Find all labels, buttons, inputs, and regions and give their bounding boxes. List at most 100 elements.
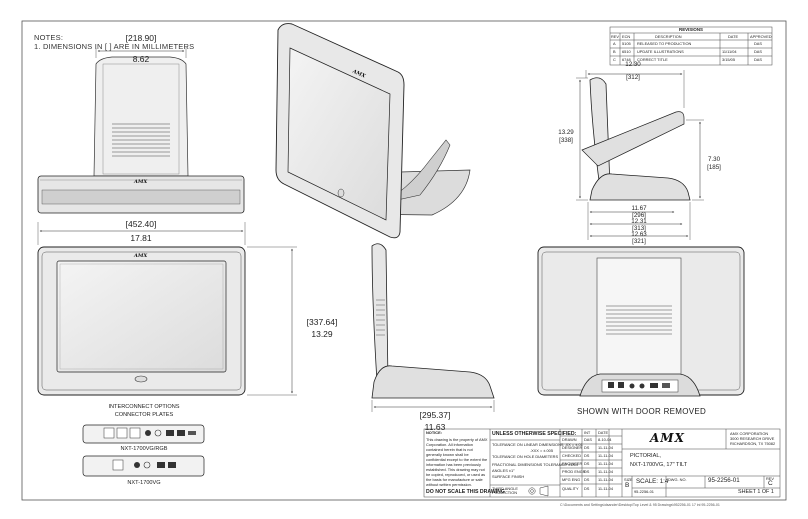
sig-drawn-int: DAS <box>584 437 592 442</box>
sig-quality-int: DS <box>584 486 590 491</box>
projection-symbol-icon <box>528 485 549 497</box>
rev-c-approved: DAS <box>754 57 762 62</box>
sig-designer-date: 11-11-04 <box>598 445 613 450</box>
front-view <box>37 222 297 396</box>
notes-heading: NOTES: <box>34 33 64 42</box>
dim-base-b-mm: [313] <box>632 225 646 232</box>
vent-slots <box>112 123 170 157</box>
sig-checked-int: DS <box>584 453 590 458</box>
sig-drawn-date: 8-10-04 <box>598 437 612 442</box>
dwg-no-label: DWG. NO. <box>668 477 687 482</box>
file-path-footer: C:\Documents and Settings\dsander\Deskto… <box>560 503 720 507</box>
rev-b-ecn: 6510 <box>622 49 631 54</box>
tilt-side-view <box>576 70 704 240</box>
connector-plate-std <box>82 455 205 477</box>
dim-base-c-in: 12.63 <box>631 231 647 238</box>
dim-tilt-height-mm: [338] <box>559 137 573 144</box>
dim-front-height-in: 13.29 <box>311 329 333 339</box>
rev-header-description: DESCRIPTION <box>655 34 682 39</box>
company-address-2: RICHARDSON, TX 75082 <box>730 441 776 446</box>
tolerance-2: .XXX = ±.005 <box>530 448 554 453</box>
rev-c-ecn: 6748 <box>622 57 631 62</box>
revisions-title: REVISIONS <box>679 27 703 32</box>
rev-a-rev: A <box>613 41 616 46</box>
sig-checked-date: 11-11-04 <box>598 453 613 458</box>
scale-value: SCALE: 1:4 <box>636 478 669 485</box>
dwg-no-value: 95-2256-01 <box>708 477 740 484</box>
title-block-grid <box>423 428 781 498</box>
dim-tilt-width-in: 12.30 <box>625 61 641 68</box>
third-angle-label: THIRD ANGLE PROJECTION <box>492 486 518 496</box>
sig-prod-engr-date: 11-11-04 <box>598 469 613 474</box>
sig-mfg-eng-int: DS <box>584 477 590 482</box>
door-removed-label: SHOWN WITH DOOR REMOVED <box>577 407 707 416</box>
rev-c-rev: C <box>613 57 616 62</box>
connector-plate-rgb <box>82 424 205 444</box>
isometric-view <box>275 23 471 239</box>
rev-c-date: 3/15/05 <box>722 57 735 62</box>
tolerance-4: FRACTIONAL DIMENSIONS TOLERANCE ±1/64 <box>492 462 578 467</box>
amx-logo-top-view: AMX <box>134 179 148 185</box>
rev-header-ecn: ECN <box>622 34 631 39</box>
rev-a-desc: RELEASED TO PRODUCTION <box>637 41 692 46</box>
sig-quality-label: QUALITY <box>562 486 579 491</box>
company-name: AMX CORPORATION <box>730 431 769 436</box>
dim-top-width-mm: [218.90] <box>125 33 157 43</box>
sig-checked-label: CHECKED <box>562 453 582 458</box>
rev-a-ecn: 5105 <box>622 41 631 46</box>
unless-specified: UNLESS OTHERWISE SPECIFIED: <box>492 431 577 437</box>
revisions-table-grid <box>609 26 773 66</box>
sheet-border <box>21 20 787 501</box>
sig-engineer-label: ENGINEER <box>562 461 583 466</box>
sig-prod-engr-label: PROD ENGR <box>562 469 586 474</box>
dim-tilt-low-in: 7.30 <box>707 156 721 163</box>
rev-label: REV <box>766 476 774 481</box>
rev-header-rev: REV <box>611 34 619 39</box>
rev-c-desc: CORRECT TITLE <box>637 57 668 62</box>
sig-header-int: INT <box>584 430 591 435</box>
rev-value: C <box>768 480 773 487</box>
side-view <box>371 243 495 412</box>
tolerance-3: TOLERANCE ON HOLE DIAMETERS <box>492 454 559 459</box>
rev-header-date: DATE <box>728 34 739 39</box>
sig-engineer-date: 11-11-04 <box>598 461 613 466</box>
drawing-title-2: NXT-1700VG, 17" TILT <box>630 462 688 468</box>
sig-quality-date: 11-11-04 <box>598 486 613 491</box>
dim-front-height-mm: [337.64] <box>306 317 338 327</box>
rev-b-approved: DAS <box>754 49 762 54</box>
plate-rgb-label: NXT-1700VG/RGB <box>120 446 168 452</box>
size-value: B <box>625 482 630 489</box>
tolerance-6: SURFACE FINISH <box>492 474 525 479</box>
plate-std-label: NXT-1700VG <box>127 480 161 486</box>
interconnect-label-2: CONNECTOR PLATES <box>114 412 174 418</box>
drawing-title-1: PICTORIAL, <box>630 453 661 459</box>
dim-side-depth-mm: [295.37] <box>419 410 451 420</box>
dim-base-b-in: 12.31 <box>631 218 647 225</box>
sig-mfg-eng-date: 11-11-04 <box>598 477 613 482</box>
top-view <box>37 48 245 214</box>
amx-logo-front-view: AMX <box>134 253 148 259</box>
do-not-scale: DO NOT SCALE THIS DRAWING <box>426 489 505 495</box>
sig-designer-label: DESIGNER <box>562 445 583 450</box>
dim-front-width-mm: [452.40] <box>125 219 157 229</box>
dim-front-width-in: 17.81 <box>130 233 152 243</box>
rev-b-date: 11/11/04 <box>722 49 737 54</box>
tolerance-1: TOLERANCE ON LINEAR DIMENSIONS .XX = ±.0… <box>492 442 583 447</box>
part-number: 95-2256-01 <box>634 489 654 494</box>
notice-heading: NOTICE: <box>426 430 442 435</box>
sig-drawn-label: DRAWN <box>562 437 577 442</box>
sheet-number: SHEET 1 OF 1 <box>738 489 774 495</box>
sig-designer-int: DS <box>584 445 590 450</box>
rev-b-rev: B <box>613 49 616 54</box>
dim-side-depth-in: 11.63 <box>424 422 446 432</box>
dim-base-a-mm: [296] <box>632 212 646 219</box>
rev-a-approved: DAS <box>754 41 762 46</box>
dim-base-a-in: 11.67 <box>631 205 647 212</box>
dim-tilt-height-in: 13.29 <box>558 129 574 136</box>
rear-view <box>537 246 745 397</box>
dim-base-c-mm: [321] <box>632 238 646 245</box>
notes-line-1: 1. DIMENSIONS IN [ ] ARE IN MILLIMETERS <box>34 42 195 51</box>
sig-header-date: DATE <box>598 430 609 435</box>
notice-text: This drawing is the property of AMX Corp… <box>426 437 488 487</box>
